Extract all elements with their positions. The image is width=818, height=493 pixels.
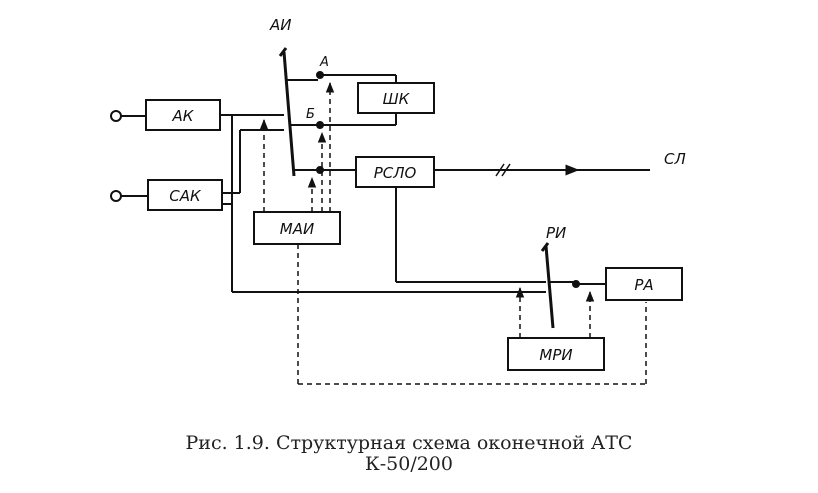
switch-ai-label: АИ [269,16,291,34]
switch-ai [282,51,296,177]
output-a-label: А [319,55,329,70]
terminal-ak-icon [110,110,122,122]
block-shk-label: ШК [383,90,411,108]
block-mai [253,211,341,245]
switch-ri-label: РИ [546,224,566,242]
block-ra [605,267,683,301]
block-ak-label: АК [172,107,195,125]
block-sak-label: САК [169,187,202,205]
figure-caption: Рис. 1.9. Структурная схема оконечной АТ… [185,432,633,454]
switch-ri [544,245,555,329]
figure-caption-model: К-50/200 [365,453,453,475]
block-sak [147,179,223,211]
block-ra-label: РА [634,276,653,294]
block-mri-label: МРИ [539,346,572,364]
block-shk [357,82,435,114]
output-b-label: Б [306,107,315,122]
block-rslo-label: РСЛО [374,164,417,182]
block-mri [507,337,605,371]
terminal-sak-icon [110,190,122,202]
line-sl-label: СЛ [664,150,686,168]
block-mai-label: МАИ [280,220,314,238]
